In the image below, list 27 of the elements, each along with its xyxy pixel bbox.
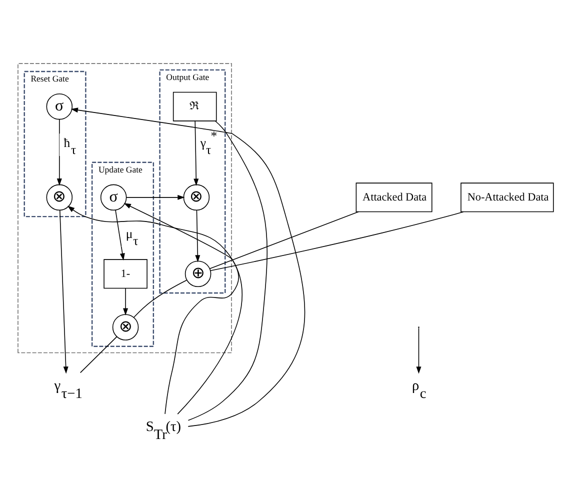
node-circle: ⊗ (112, 314, 139, 340)
node-circle: ⊕ (184, 260, 212, 287)
arrow (67, 205, 242, 414)
arrow (194, 120, 199, 186)
connector (133, 279, 187, 318)
arrow (126, 194, 185, 200)
node-circle: ⊗ (183, 184, 210, 210)
arrow (124, 202, 240, 414)
arrow (56, 118, 62, 186)
node-circle: σ (100, 184, 127, 210)
arrow (59, 209, 68, 374)
arrow (115, 209, 125, 260)
node-circle: ⊗ (46, 184, 73, 210)
connector (80, 336, 118, 373)
node-circle: σ (46, 92, 73, 120)
connector (210, 210, 464, 271)
arrow (70, 107, 306, 426)
connector (188, 120, 268, 420)
arrow (123, 287, 128, 315)
node-box: Attacked Data (356, 182, 432, 212)
cluster (18, 62, 232, 353)
connector (209, 210, 359, 268)
arrow (416, 327, 422, 374)
arrow (195, 209, 200, 262)
node-box: ℜ (172, 91, 217, 121)
node-box: 1- (104, 258, 148, 288)
node-box: No-Attacked Data (460, 182, 554, 212)
